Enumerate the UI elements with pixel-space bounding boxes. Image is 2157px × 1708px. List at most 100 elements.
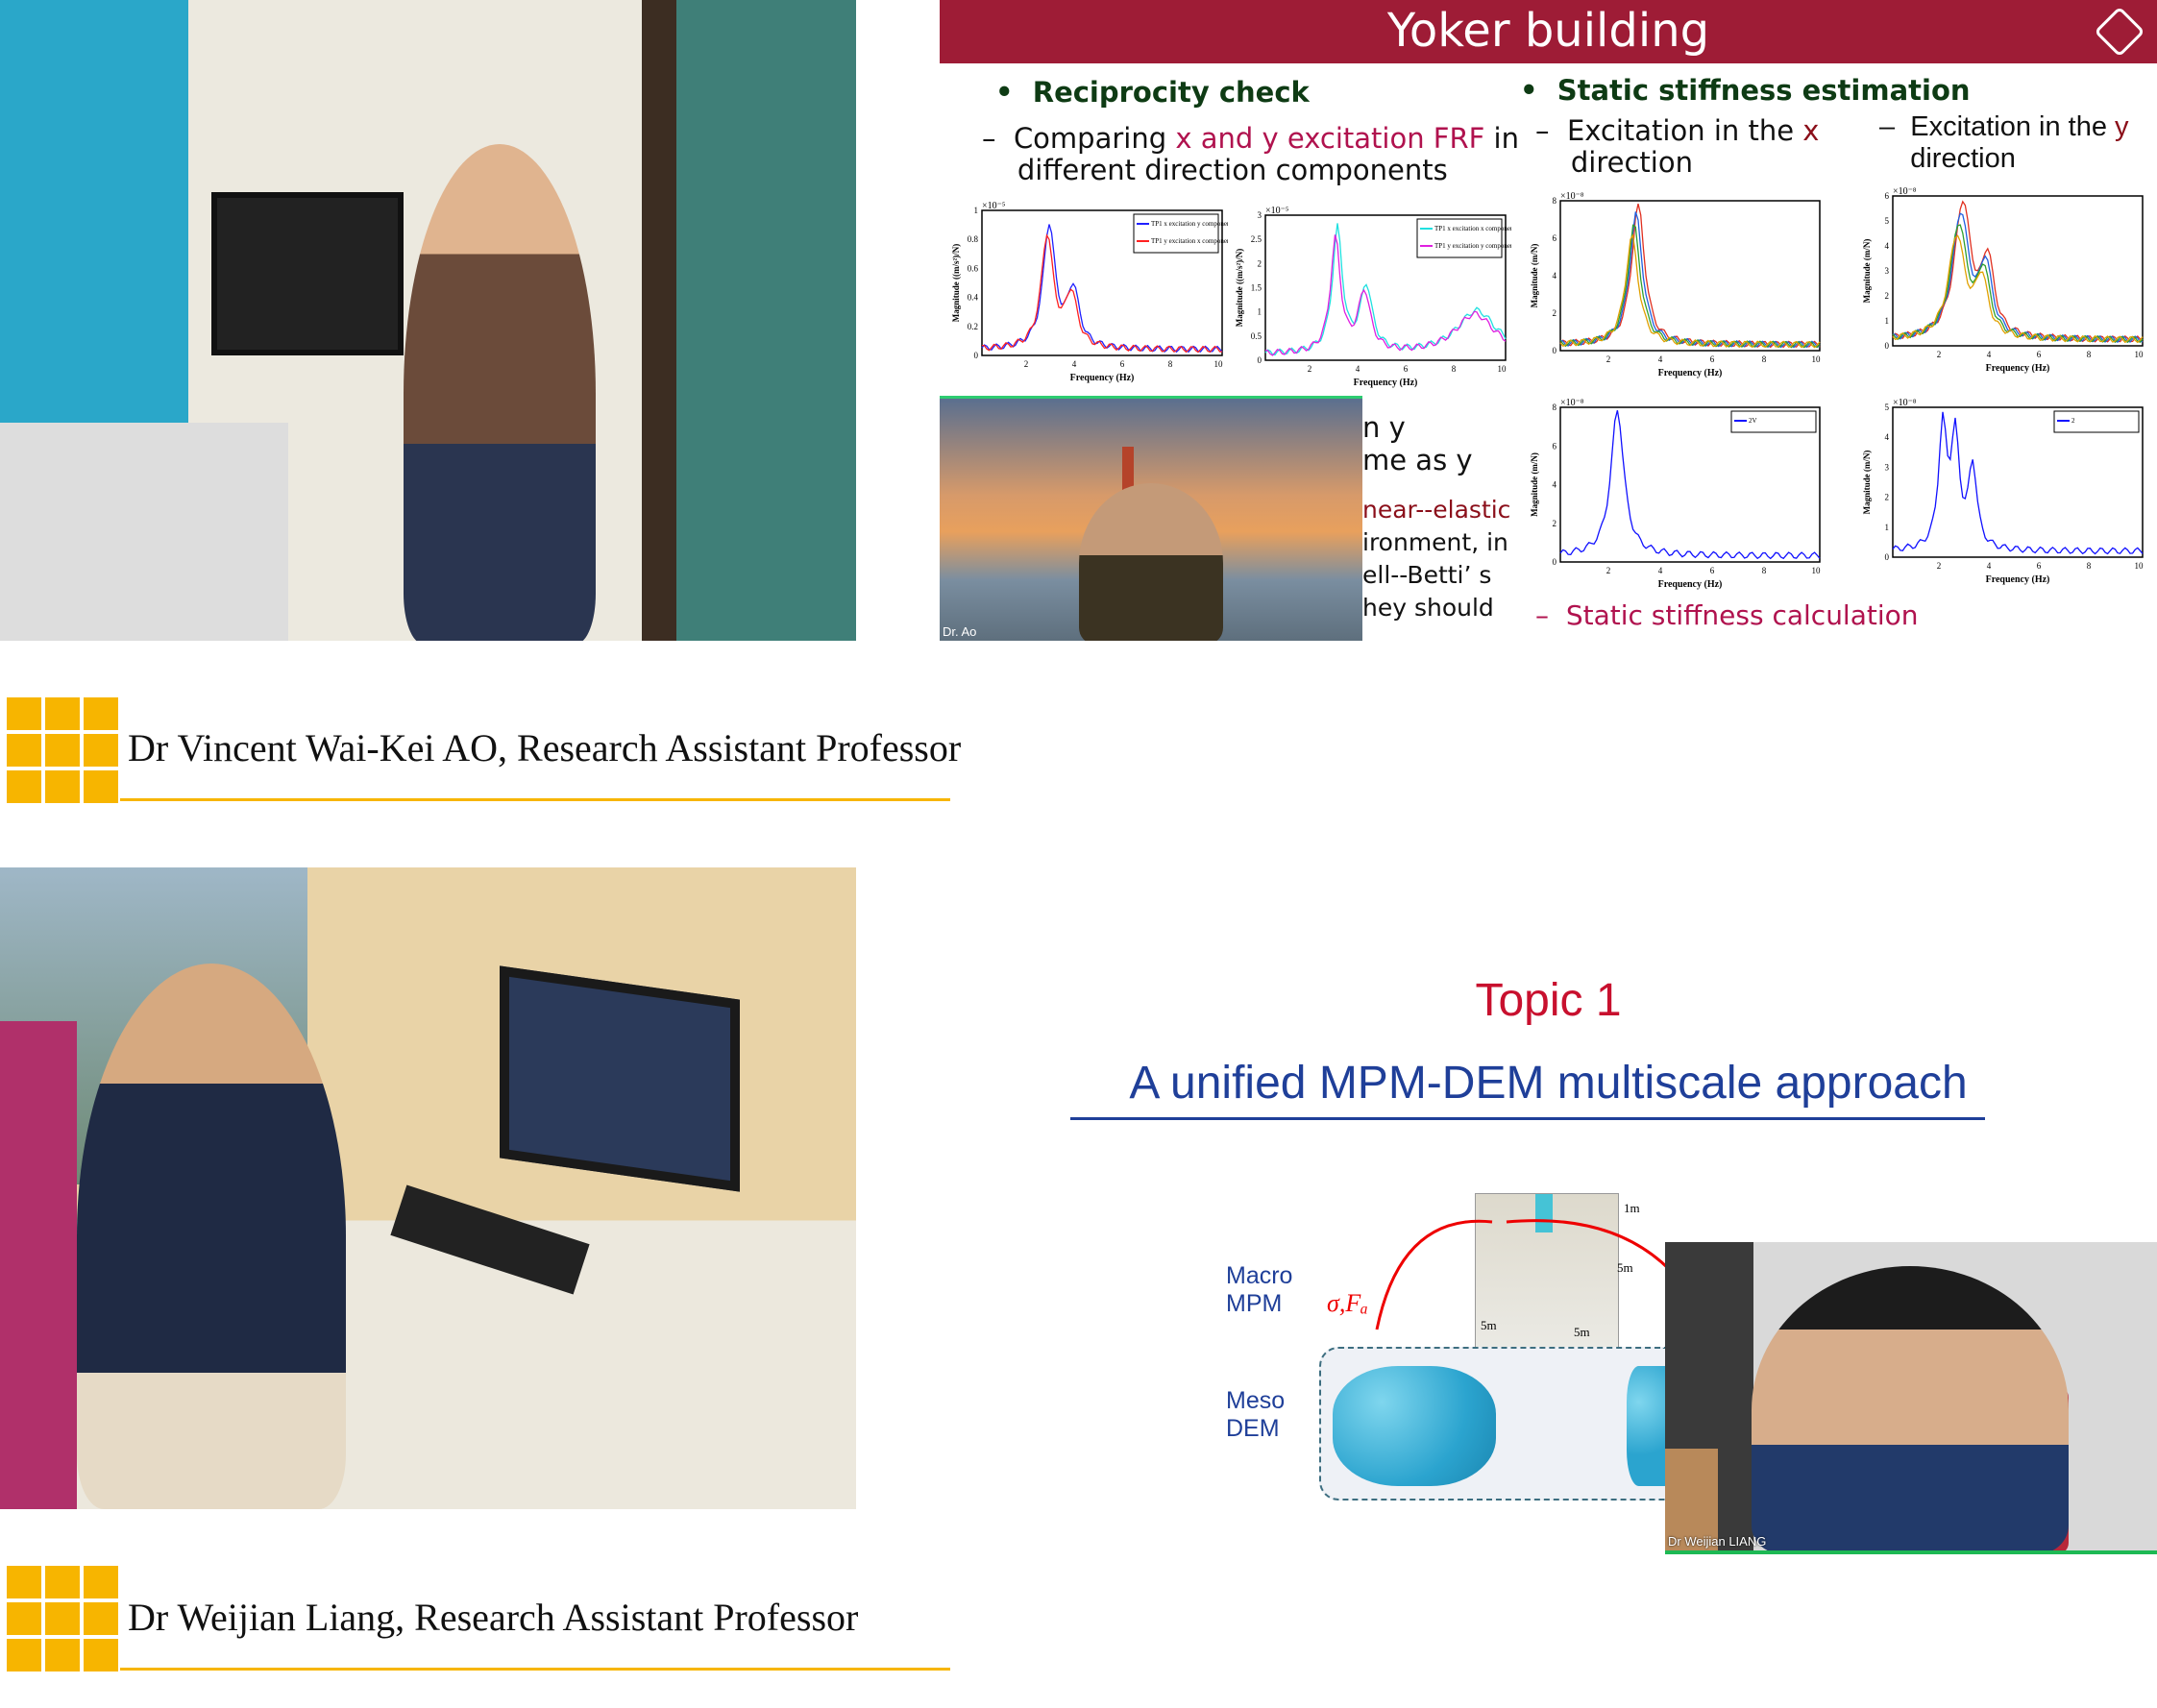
series-line	[1559, 211, 1821, 349]
x-tick-label: 10	[1498, 364, 1507, 374]
x-axis-label: Frequency (Hz)	[1354, 378, 1418, 388]
video-feed-weijian-liang[interactable]: Dr Weijian LIANG	[1665, 1242, 2157, 1554]
x-tick-label: 10	[2135, 350, 2145, 359]
x-tick-label: 2	[1937, 561, 1942, 571]
y-tick-label: 0.6	[968, 263, 979, 273]
chair	[0, 1021, 77, 1509]
x-axis-label: Frequency (Hz)	[1986, 363, 2050, 374]
x-tick-label: 2	[1024, 359, 1029, 369]
y-tick-label: 4	[1553, 480, 1557, 490]
dem-particles-cluster	[1333, 1366, 1496, 1486]
y-tick-label: 1	[1258, 307, 1262, 317]
x-axis-label: Frequency (Hz)	[1658, 368, 1723, 378]
subtitle-underline	[1070, 1117, 1985, 1120]
y-tick-label: 0.4	[968, 293, 979, 303]
symbol-sigma-fa: σ,Fₐ	[1327, 1289, 1368, 1317]
axis-exponent: ×10⁻⁸	[1893, 398, 1917, 408]
monitor	[211, 192, 404, 355]
x-tick-label: 10	[1214, 359, 1224, 369]
y-tick-label: 2	[1553, 308, 1557, 318]
x-axis-label: Frequency (Hz)	[1658, 579, 1723, 590]
sub-static-stiffness-calc: – Static stiffness calculation	[1535, 599, 1919, 631]
x-tick-label: 4	[1658, 354, 1663, 364]
keyboard	[390, 1184, 590, 1295]
y-tick-label: 1.5	[1251, 283, 1262, 293]
axis-exponent: ×10⁻⁵	[1265, 206, 1288, 216]
x-tick-label: 10	[1812, 354, 1822, 364]
caption-underline	[120, 798, 950, 801]
y-tick-label: 4	[1553, 271, 1557, 281]
x-tick-label: 6	[1710, 566, 1715, 575]
caption-vincent-ao: Dr Vincent Wai-Kei AO, Research Assistan…	[128, 726, 962, 769]
video-name-label: Dr. Ao	[943, 624, 977, 639]
y-axis-label: Magnitude ((m/s²)/N)	[1235, 249, 1244, 327]
y-tick-label: 0	[1885, 552, 1890, 562]
series-line	[1559, 410, 1821, 560]
y-tick-label: 8	[1553, 403, 1557, 412]
topic-subtitle: A unified MPM-DEM multiscale approach	[1129, 1058, 1968, 1109]
x-tick-label: 6	[1404, 364, 1409, 374]
legend-box	[1416, 218, 1503, 258]
dem-particles-cluster	[1627, 1366, 1667, 1486]
legend-entry: TP1 x excitation x component	[1434, 225, 1511, 232]
logo-squares-icon	[7, 1566, 118, 1671]
video-feed-dr-ao[interactable]: Dr. Ao	[940, 396, 1362, 641]
series-line	[1264, 234, 1507, 356]
dem-panel	[1319, 1347, 1667, 1501]
series-line	[1892, 234, 2144, 344]
x-tick-label: 4	[1658, 566, 1663, 575]
y-tick-label: 0.5	[1251, 331, 1262, 341]
caption-weijian-liang: Dr Weijian Liang, Research Assistant Pro…	[128, 1596, 859, 1639]
x-tick-label: 10	[1812, 566, 1822, 575]
legend-entry: TP1 y excitation x component	[1151, 237, 1228, 245]
series-line	[1264, 223, 1507, 356]
x-tick-label: 4	[1987, 350, 1992, 359]
y-axis-label: Magnitude ((m/s²)/N)	[951, 244, 961, 322]
dim-label: 5m	[1617, 1260, 1633, 1275]
x-tick-label: 4	[1987, 561, 1992, 571]
y-axis-label: Magnitude (m/N)	[1530, 244, 1539, 308]
x-tick-label: 8	[2087, 561, 2092, 571]
person-vincent	[404, 144, 596, 641]
y-tick-label: 5	[1885, 403, 1890, 412]
logo-squares-icon	[7, 697, 118, 803]
y-tick-label: 1	[974, 206, 979, 215]
y-axis-label: Magnitude (m/N)	[1862, 239, 1872, 304]
y-tick-label: 0	[974, 351, 979, 360]
box	[1665, 1449, 1718, 1550]
y-tick-label: 0	[1258, 355, 1262, 365]
y-tick-label: 0.8	[968, 234, 979, 244]
y-tick-label: 2	[1885, 493, 1890, 502]
y-tick-label: 2.5	[1251, 234, 1262, 244]
x-axis-label: Frequency (Hz)	[1986, 574, 2050, 585]
y-tick-label: 4	[1885, 432, 1890, 442]
sub-comparing: – Comparing x and y excitation FRF in di…	[982, 122, 1519, 186]
legend-entry: 2	[2071, 417, 2075, 425]
x-axis-label: Frequency (Hz)	[1070, 373, 1135, 383]
topic-heading: Topic 1	[1475, 975, 1622, 1026]
legend-entry: 2V	[1749, 417, 1757, 425]
axis-exponent: ×10⁻⁸	[1560, 398, 1584, 408]
x-tick-label: 8	[1168, 359, 1173, 369]
photo-vincent-ao-office	[0, 0, 856, 641]
x-tick-label: 8	[1762, 566, 1767, 575]
x-tick-label: 2	[1937, 350, 1942, 359]
plot-frame	[1892, 406, 2144, 558]
dim-label: 1m	[1624, 1201, 1640, 1215]
pile	[1535, 1194, 1553, 1232]
x-tick-label: 4	[1356, 364, 1360, 374]
sub-excitation-y: – Excitation in the y direction	[1879, 111, 2129, 174]
axis-exponent: ×10⁻⁵	[982, 201, 1005, 211]
axis-exponent: ×10⁻⁸	[1893, 186, 1917, 197]
plot-frame	[1892, 195, 2144, 347]
x-tick-label: 8	[2087, 350, 2092, 359]
series-line	[1559, 224, 1821, 349]
plot-frame	[1559, 200, 1821, 352]
x-tick-label: 6	[2037, 561, 2042, 571]
